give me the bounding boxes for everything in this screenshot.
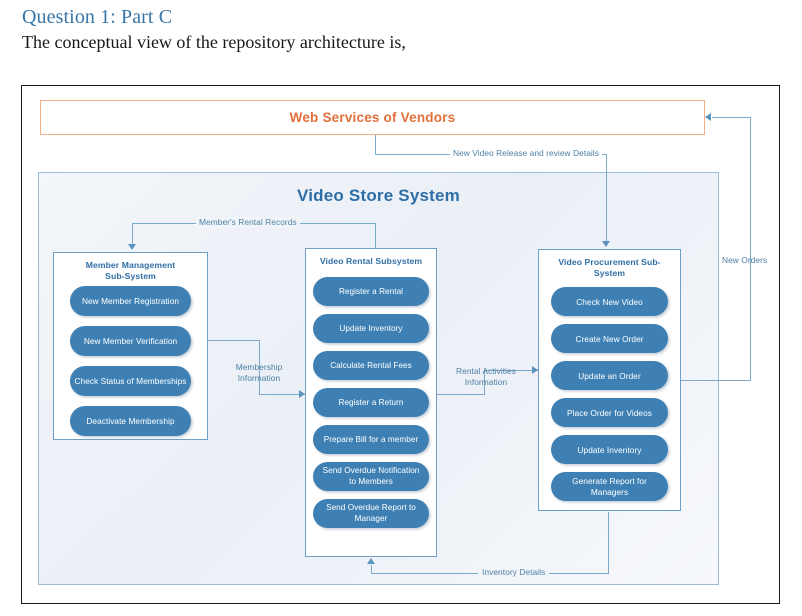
- connector-rental-activities-segment-h2: [484, 370, 538, 372]
- page-subtitle: The conceptual view of the repository ar…: [22, 32, 406, 52]
- connector-new-orders-segment-h1: [681, 380, 751, 382]
- connector-members-rental-records-label: Member's Rental Records: [196, 217, 300, 228]
- component-generate-report-for-managers[interactable]: Generate Report for Managers: [551, 472, 668, 501]
- connector-new-orders-arrowhead: [705, 113, 711, 121]
- component-new-member-registration[interactable]: New Member Registration: [70, 286, 191, 316]
- component-create-new-order[interactable]: Create New Order: [551, 324, 668, 353]
- connector-rental-activities-arrowhead: [532, 366, 538, 374]
- connector-rental-activities-segment-v1: [484, 370, 486, 395]
- component-send-overdue-report-to-manager[interactable]: Send Overdue Report to Manager: [313, 499, 429, 528]
- connector-inventory-details-segment-v2: [371, 565, 373, 574]
- connector-new-video-release-label: New Video Release and review Details: [450, 148, 602, 159]
- subsystem-member-management-title-line2: Sub-System: [105, 271, 156, 281]
- component-update-inventory-procurement[interactable]: Update Inventory: [551, 435, 668, 464]
- connector-membership-information-arrowhead: [299, 390, 305, 398]
- connector-membership-information-segment-v1: [259, 340, 261, 395]
- subsystem-member-management-components: New Member Registration New Member Verif…: [54, 286, 207, 436]
- connector-members-rental-records-segment-v1: [375, 223, 377, 249]
- component-prepare-bill-for-a-member[interactable]: Prepare Bill for a member: [313, 425, 429, 454]
- connector-rental-activities-label: Rental Activities Information: [456, 366, 516, 387]
- connector-new-video-release-segment-v1: [375, 135, 377, 155]
- connector-new-orders-segment-v1: [750, 117, 752, 381]
- external-system-web-services-of-vendors: Web Services of Vendors: [40, 100, 705, 135]
- subsystem-video-procurement-components: Check New Video Create New Order Update …: [539, 287, 680, 501]
- connector-new-video-release-segment-v2: [606, 154, 608, 242]
- component-register-a-return[interactable]: Register a Return: [313, 388, 429, 417]
- connector-members-rental-records-segment-v2: [132, 223, 134, 245]
- subsystem-member-management: Member Management Sub-System New Member …: [53, 252, 208, 440]
- page-title: Question 1: Part C: [22, 6, 173, 28]
- subsystem-video-rental-title: Video Rental Subsystem: [319, 256, 423, 266]
- component-deactivate-membership[interactable]: Deactivate Membership: [70, 406, 191, 436]
- component-new-member-verification[interactable]: New Member Verification: [70, 326, 191, 356]
- subsystem-video-rental: Video Rental Subsystem Register a Rental…: [305, 248, 437, 557]
- subsystem-member-management-title-line1: Member Management: [85, 260, 176, 270]
- connector-rental-activities-segment-h1: [437, 394, 485, 396]
- component-calculate-rental-fees[interactable]: Calculate Rental Fees: [313, 351, 429, 380]
- connector-membership-information-segment-h1: [208, 340, 260, 342]
- subsystem-video-procurement: Video Procurement Sub- System Check New …: [538, 249, 681, 511]
- document-header: Question 1: Part C The conceptual view o…: [22, 4, 782, 54]
- external-system-label: Web Services of Vendors: [289, 110, 456, 125]
- component-update-an-order[interactable]: Update an Order: [551, 361, 668, 390]
- connector-membership-information-label: Membership Information: [235, 362, 283, 383]
- video-store-system-title: Video Store System: [297, 186, 460, 205]
- component-check-status-of-memberships[interactable]: Check Status of Memberships: [70, 366, 191, 396]
- connector-members-rental-records-arrowhead: [128, 244, 136, 250]
- subsystem-member-management-title: Member Management Sub-System: [54, 253, 207, 282]
- connector-new-orders-label: New Orders: [722, 255, 768, 265]
- component-register-a-rental[interactable]: Register a Rental: [313, 277, 429, 306]
- connector-new-video-release-arrowhead: [602, 241, 610, 247]
- component-update-inventory-rental[interactable]: Update Inventory: [313, 314, 429, 343]
- connector-inventory-details-arrowhead: [367, 558, 375, 564]
- component-place-order-for-videos[interactable]: Place Order for Videos: [551, 398, 668, 427]
- connector-inventory-details-label: Inventory Details: [478, 567, 550, 578]
- component-send-overdue-notification-to-members[interactable]: Send Overdue Notification to Members: [313, 462, 429, 491]
- subsystem-video-procurement-title-line1: Video Procurement Sub-: [558, 257, 661, 267]
- subsystem-video-rental-components: Register a Rental Update Inventory Calcu…: [306, 277, 436, 528]
- subsystem-video-procurement-title: Video Procurement Sub- System: [539, 250, 680, 279]
- subsystem-video-procurement-title-line2: System: [593, 268, 626, 278]
- connector-new-orders-segment-h2: [712, 117, 751, 119]
- connector-inventory-details-segment-v1: [608, 512, 610, 574]
- component-check-new-video[interactable]: Check New Video: [551, 287, 668, 316]
- connector-membership-information-segment-h2: [259, 394, 305, 396]
